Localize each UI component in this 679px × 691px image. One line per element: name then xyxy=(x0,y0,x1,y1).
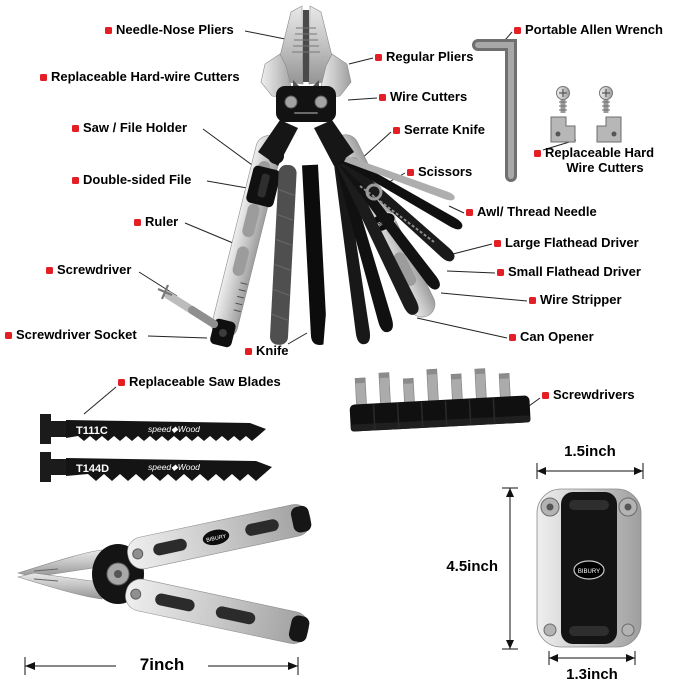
callout-wire-cutters: Wire Cutters xyxy=(379,89,468,105)
callout-label: Wire Cutters xyxy=(390,89,468,104)
dimension-closed-height: 4.5inch xyxy=(446,558,498,575)
multitool-open-side: BIBURY xyxy=(16,504,312,644)
saw-blade-brand: speed◆Wood xyxy=(148,462,200,472)
dimension-open-length: 7inch xyxy=(139,655,185,674)
callout-needle-nose-pliers: Needle-Nose Pliers xyxy=(105,22,234,38)
callout-serrate-knife: Serrate Knife xyxy=(393,122,485,138)
bullet-icon xyxy=(509,333,516,341)
callout-wire-stripper: Wire Stripper xyxy=(529,292,622,308)
double-sided-file-part xyxy=(269,164,297,345)
bottom-handle xyxy=(125,578,310,644)
allen-wrench-illustration xyxy=(472,39,517,182)
multitool-fan-illustration: BIBURY xyxy=(157,5,463,348)
bullet-icon xyxy=(72,176,79,184)
phillips-screwdriver-part xyxy=(157,284,218,328)
dimension-lines xyxy=(24,463,644,675)
bullet-icon xyxy=(375,53,382,61)
callout-saw-file-holder: Saw / File Holder xyxy=(72,120,188,136)
callout-large-flathead-driver: Large Flathead Driver xyxy=(494,235,639,251)
multitool-closed: BIBURY xyxy=(536,488,642,648)
screwdriver-bit-set xyxy=(349,368,531,432)
callout-label: Screwdrivers xyxy=(553,387,635,402)
bullet-icon xyxy=(542,391,549,399)
bullet-icon xyxy=(393,126,400,134)
ruler-marks xyxy=(233,282,248,313)
saw-blade-t111c: T111C speed◆Wood xyxy=(40,414,266,444)
callout-label: Replaceable Saw Blades xyxy=(129,374,281,389)
callout-screwdriver: Screwdriver xyxy=(46,262,132,278)
dimension-closed-base: 1.3inch xyxy=(566,666,618,683)
callout-scissors: Scissors xyxy=(407,164,473,180)
callout-label: Wire Stripper xyxy=(540,292,622,307)
callout-awl-thread-needle: Awl/ Thread Needle xyxy=(466,204,597,220)
bullet-icon xyxy=(494,239,501,247)
bullet-icon xyxy=(40,73,47,81)
callout-label: Wire Cutters xyxy=(566,159,644,175)
callout-can-opener: Can Opener xyxy=(509,329,594,345)
callout-label: Saw / File Holder xyxy=(83,120,188,135)
bullet-icon xyxy=(245,347,252,355)
callout-label: Screwdriver xyxy=(57,262,132,277)
screw-icon xyxy=(556,86,570,113)
callout-replaceable-hard-wire-cutters-right: Replaceable Hard Wire Cutters xyxy=(534,145,676,176)
bullet-icon xyxy=(105,26,112,34)
callout-label: Replaceable Hard xyxy=(545,145,655,160)
callout-label: Portable Allen Wrench xyxy=(525,22,663,37)
saw-blade-t144d: T144D speed◆Wood xyxy=(40,452,272,482)
callout-label: Double-sided File xyxy=(83,172,192,187)
callout-replaceable-hard-wire-cutters: Replaceable Hard-wire Cutters xyxy=(40,69,240,85)
callout-replaceable-saw-blades: Replaceable Saw Blades xyxy=(118,374,281,390)
saw-blade-brand: speed◆Wood xyxy=(148,424,200,434)
callout-screwdriver-socket: Screwdriver Socket xyxy=(5,327,137,343)
callout-label: Serrate Knife xyxy=(404,122,485,137)
bullet-icon xyxy=(5,331,12,339)
callout-label: Needle-Nose Pliers xyxy=(116,22,234,37)
callout-knife: Knife xyxy=(245,343,289,359)
scissors-loop xyxy=(365,183,383,201)
bullet-icon xyxy=(72,124,79,132)
brand-text: BIBURY xyxy=(206,534,228,544)
callout-label: Large Flathead Driver xyxy=(505,235,639,250)
pliers-head xyxy=(260,5,352,122)
bullet-icon xyxy=(514,26,521,34)
callout-ruler: Ruler xyxy=(134,214,179,230)
saw-blade-model: T111C xyxy=(76,425,108,437)
bullet-icon xyxy=(407,168,414,176)
bullet-icon xyxy=(529,296,536,304)
callout-label: Can Opener xyxy=(520,329,594,344)
callout-label: Awl/ Thread Needle xyxy=(477,204,597,219)
brand-badge xyxy=(573,560,605,580)
callout-label: Small Flathead Driver xyxy=(508,264,641,279)
callout-double-sided-file: Double-sided File xyxy=(72,172,192,188)
right-tool-fan xyxy=(330,148,463,345)
callout-label: Knife xyxy=(256,343,289,358)
bullet-icon xyxy=(534,149,541,157)
bullet-icon xyxy=(466,208,473,216)
callout-label: Replaceable Hard-wire Cutters xyxy=(51,69,240,84)
replacement-cutters-illustration xyxy=(550,86,622,143)
saw-blade-model: T144D xyxy=(76,463,109,475)
top-handle: BIBURY xyxy=(127,504,312,570)
brand-text: BIBURY xyxy=(578,569,600,575)
callout-label: Regular Pliers xyxy=(386,49,474,64)
bullet-icon xyxy=(46,266,53,274)
callout-small-flathead-driver: Small Flathead Driver xyxy=(497,264,641,280)
bullet-icon xyxy=(497,268,504,276)
callout-label: Screwdriver Socket xyxy=(16,327,137,342)
brand-badge xyxy=(201,528,231,547)
saw-file-holder-part xyxy=(246,165,281,208)
screw-icon xyxy=(599,86,613,113)
bullet-icon xyxy=(379,93,386,101)
bullet-icon xyxy=(134,218,141,226)
callout-regular-pliers: Regular Pliers xyxy=(375,49,474,65)
dimension-closed-width: 1.5inch xyxy=(564,443,616,460)
callout-screwdrivers: Screwdrivers xyxy=(542,387,635,403)
callout-label: Ruler xyxy=(145,214,179,229)
callout-label: Scissors xyxy=(418,164,473,179)
knife-part xyxy=(302,164,326,345)
serrated-edge xyxy=(359,185,435,243)
bullet-icon xyxy=(118,378,125,386)
callout-portable-allen-wrench: Portable Allen Wrench xyxy=(514,22,663,38)
